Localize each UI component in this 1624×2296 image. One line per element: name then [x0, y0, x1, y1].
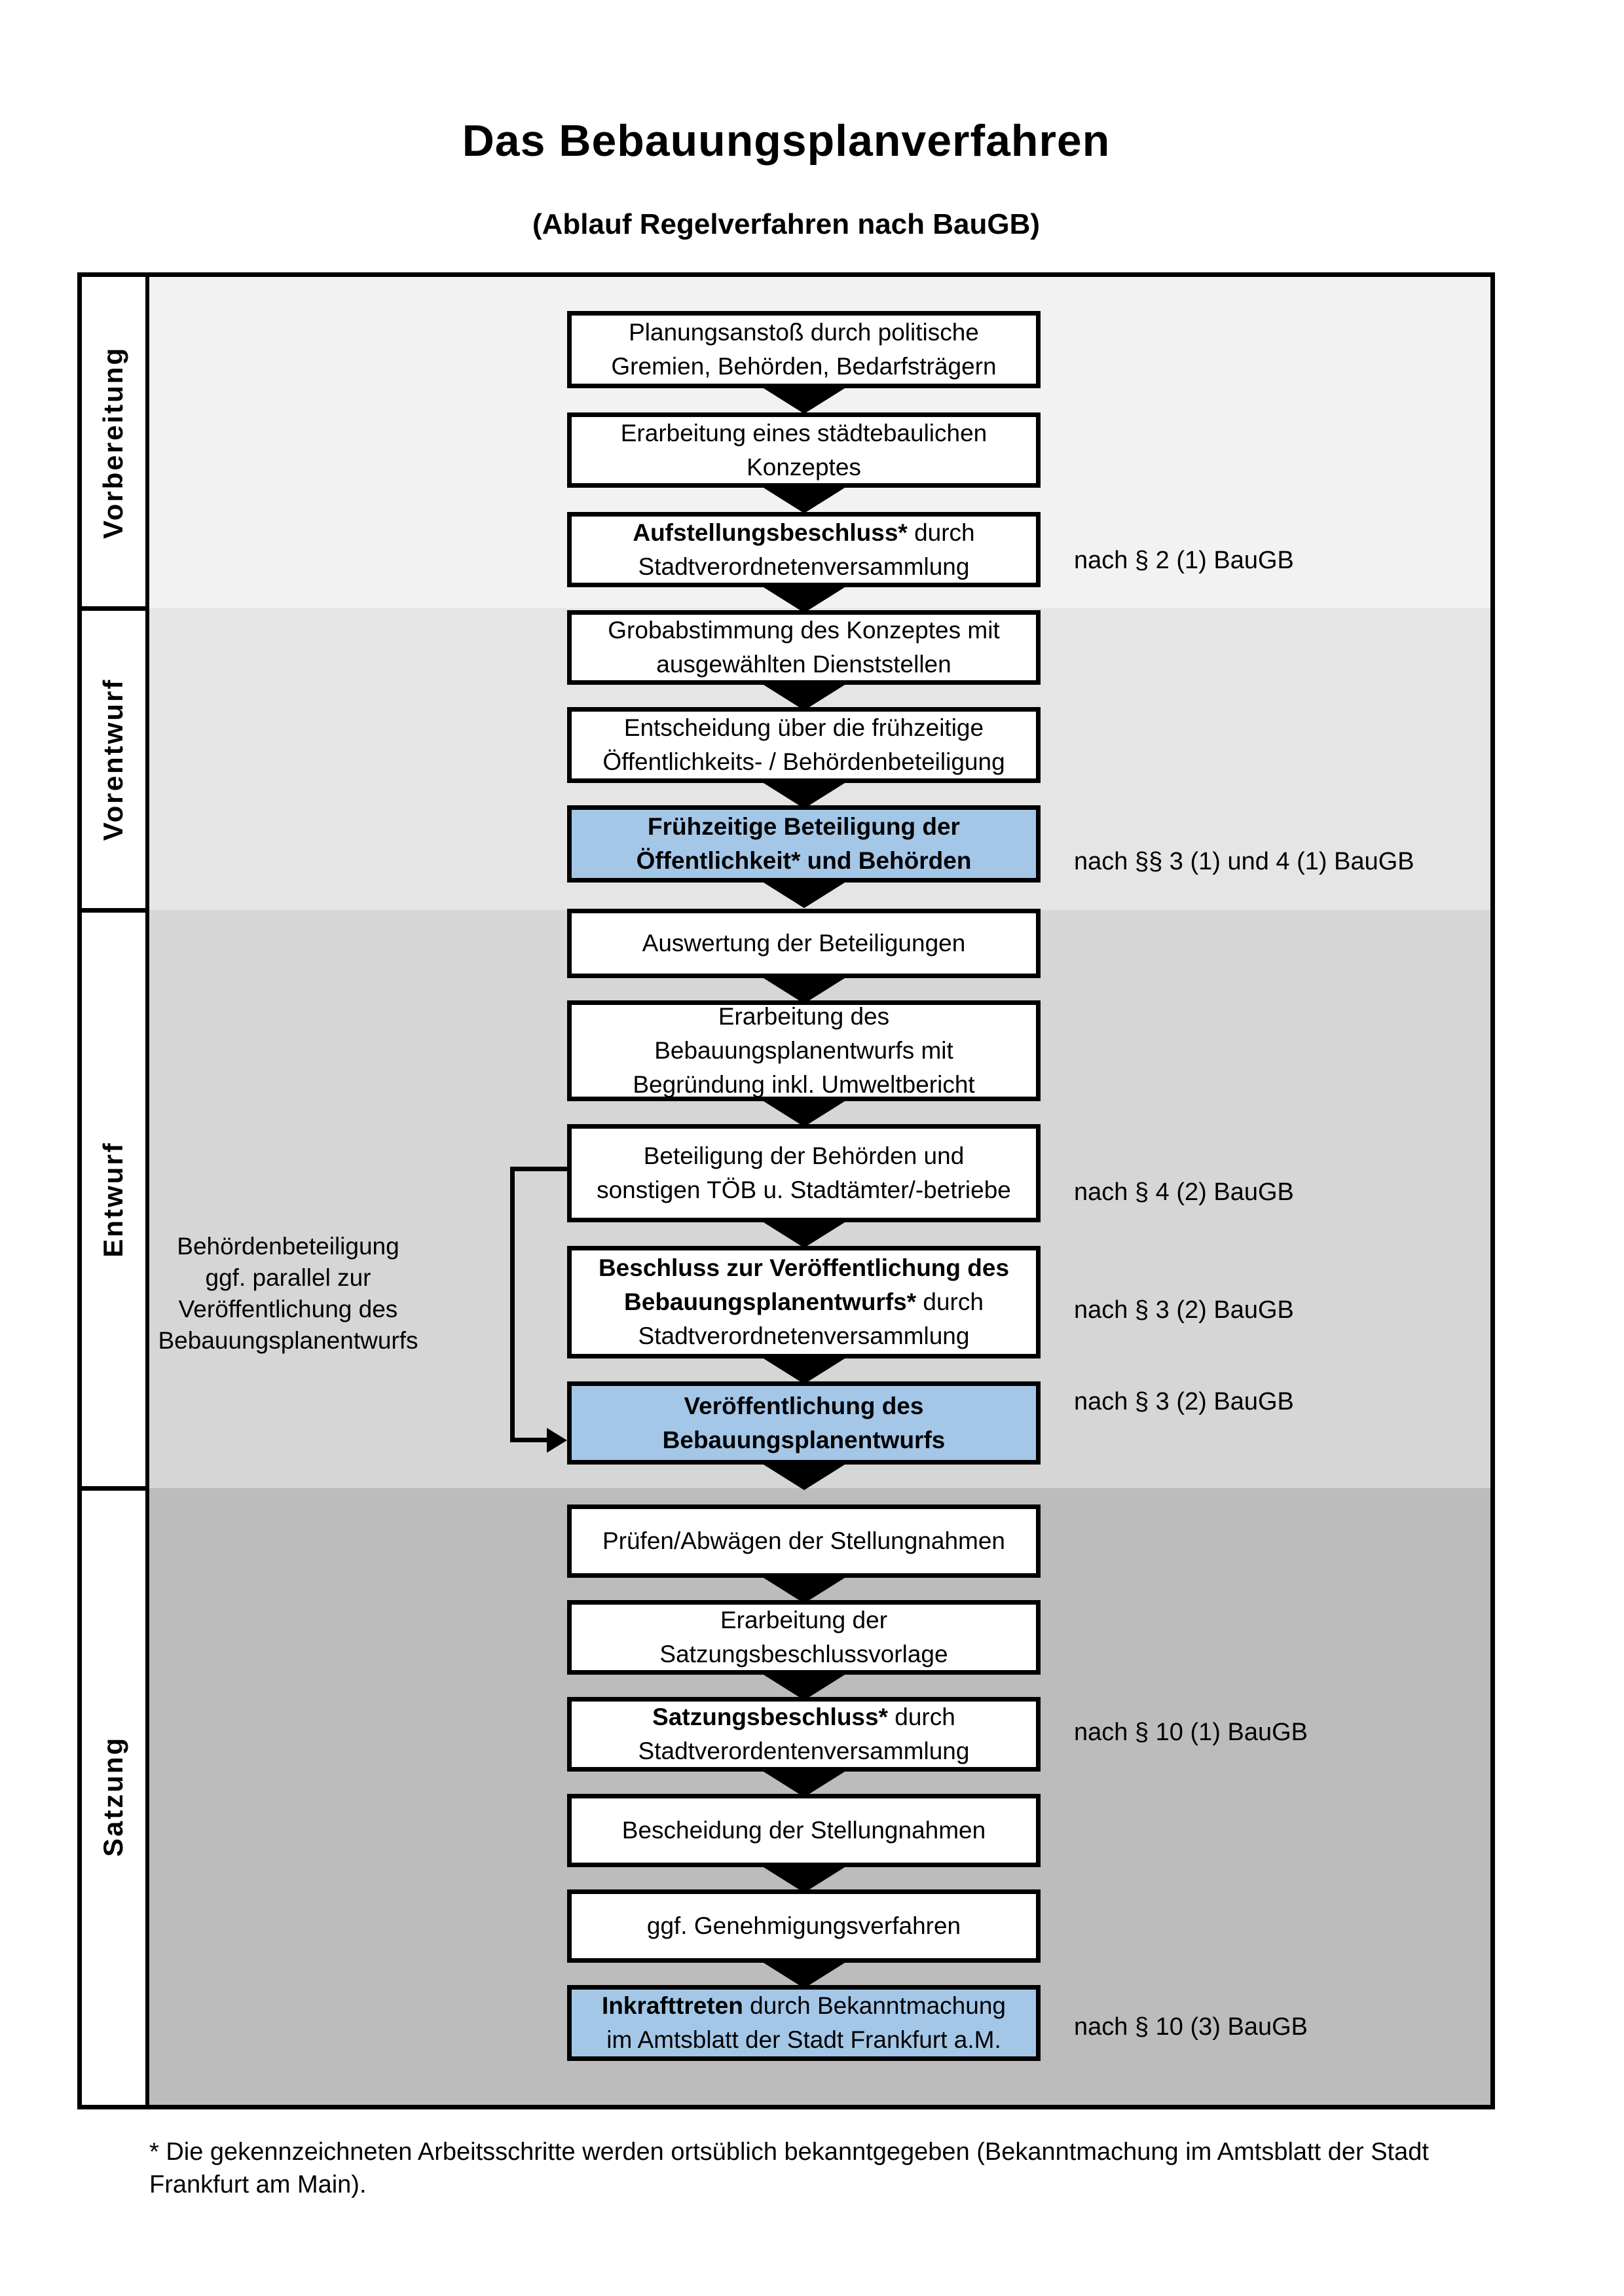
flow-box-label: Planungsanstoß durch politische	[629, 319, 979, 346]
flow-box-label: Erarbeitung der	[720, 1607, 888, 1633]
arrow-down-icon	[758, 1098, 850, 1127]
flow-box-label: Frühzeitige Beteiligung der	[648, 813, 960, 840]
flow-box-label: Prüfen/Abwägen der Stellungnahmen	[602, 1527, 1006, 1554]
page-title: Das Bebauungsplanverfahren	[462, 116, 1111, 166]
arrow-down-icon	[758, 1461, 850, 1490]
arrow-down-icon	[758, 975, 850, 1004]
phase-separator	[82, 1486, 149, 1491]
phase-label-satzung: Satzung	[98, 1736, 128, 1857]
phase-separator	[82, 908, 149, 913]
legal-note: nach § 3 (2) BauGB	[1074, 1388, 1294, 1415]
flow-box-label: Satzungsbeschluss* durch	[652, 1704, 955, 1730]
side-annotation-line: Bebauungsplanentwurfs	[158, 1327, 418, 1354]
label-column-divider	[145, 277, 149, 2105]
side-annotation-line: Behördenbeteiligung	[177, 1233, 399, 1260]
flow-box: Prüfen/Abwägen der Stellungnahmen	[567, 1504, 1041, 1578]
flow-box-label: Grobabstimmung des Konzeptes mit	[608, 617, 1000, 644]
arrow-down-icon	[758, 385, 850, 414]
footnote-line: Frankfurt am Main).	[149, 2171, 367, 2198]
side-annotation-line: Veröffentlichung des	[178, 1296, 398, 1322]
flow-box: Auswertung der Beteiligungen	[567, 909, 1041, 978]
arrow-down-icon	[758, 879, 850, 908]
flow-box-label: Erarbeitung des	[718, 1003, 890, 1030]
flow-box-label: Bescheidung der Stellungnahmen	[621, 1817, 986, 1844]
arrow-down-icon	[758, 1768, 850, 1797]
arrow-down-icon	[758, 1219, 850, 1248]
flow-box-label: Öffentlichkeit* und Behörden	[636, 847, 972, 874]
legal-note: nach § 4 (2) BauGB	[1074, 1178, 1294, 1206]
connector-stub-bottom	[510, 1438, 548, 1442]
legal-note: nach § 10 (3) BauGB	[1074, 2013, 1308, 2041]
arrow-down-icon	[758, 484, 850, 513]
flow-box-label: Bebauungsplanentwurfs* durch	[624, 1288, 984, 1315]
flow-box-label: Satzungsbeschlussvorlage	[659, 1641, 948, 1667]
footnote-line: * Die gekennzeichneten Arbeitsschritte w…	[149, 2138, 1429, 2166]
phase-label-vorentwurf: Vorentwurf	[98, 678, 128, 841]
arrow-down-icon	[758, 1575, 850, 1603]
flow-box-label: Inkrafttreten durch Bekanntmachung	[602, 1992, 1006, 2019]
arrow-down-icon	[758, 584, 850, 613]
flow-box-label: Aufstellungsbeschluss* durch	[633, 519, 975, 546]
arrow-down-icon	[758, 1355, 850, 1384]
legal-note: nach §§ 3 (1) und 4 (1) BauGB	[1074, 848, 1414, 875]
flow-box: Grobabstimmung des Konzeptes mit ausgewäh…	[567, 610, 1041, 685]
flow-box-label: Erarbeitung eines städtebaulichen	[620, 419, 987, 446]
flow-box-label: Bebauungsplanentwurfs	[662, 1426, 946, 1453]
flow-box-label: Stadtverordentenversammlung	[638, 1738, 970, 1764]
flow-box-label: Konzeptes	[747, 453, 861, 481]
flow-box-label: Stadtverordnetenversammlung	[638, 1322, 970, 1349]
flow-box-label: ausgewählten Dienststellen	[656, 651, 951, 678]
flow-box-label: Beteiligung der Behörden und	[643, 1142, 965, 1169]
flow-box-label: Stadtverordnetenversammlung	[638, 553, 970, 580]
arrow-down-icon	[758, 1864, 850, 1893]
flow-box-label: Auswertung der Beteiligungen	[642, 930, 966, 957]
flow-box-label: Entscheidung über die frühzeitige	[623, 714, 984, 741]
page-subtitle: (Ablauf Regelverfahren nach BauGB)	[532, 208, 1041, 240]
flow-box: Bescheidung der Stellungnahmen	[567, 1794, 1041, 1867]
flow-box-label: Gremien, Behörden, Bedarfsträgern	[611, 353, 997, 380]
flow-box-label: Veröffentlichung des	[684, 1392, 924, 1419]
flow-box: Beteiligung der Behörden und sonstigen TÖ…	[567, 1124, 1041, 1222]
arrow-down-icon	[758, 1671, 850, 1700]
connector-vertical	[510, 1167, 515, 1442]
flow-box: ggf. Genehmigungsverfahren	[567, 1889, 1041, 1963]
flow-box-label: Öffentlichkeits- / Behördenbeteiligung	[602, 748, 1005, 775]
flow-box: Inkrafttreten durch Bekanntmachung im Amt…	[567, 1985, 1041, 2061]
arrow-down-icon	[758, 682, 850, 710]
legal-note: nach § 10 (1) BauGB	[1074, 1719, 1308, 1746]
phase-separator	[82, 606, 149, 611]
legal-note: nach § 2 (1) BauGB	[1074, 547, 1294, 574]
flow-box-label: sonstigen TÖB u. Stadtämter/-betriebe	[597, 1176, 1011, 1203]
connector-stub-top	[510, 1167, 567, 1171]
footnote: * Die gekennzeichneten Arbeitsschritte w…	[149, 2136, 1508, 2201]
flow-box-label: Beschluss zur Veröffentlichung des	[598, 1254, 1010, 1281]
flow-box-label: ggf. Genehmigungsverfahren	[646, 1912, 961, 1939]
flow-box-label: Bebauungsplanentwurfs mit	[654, 1037, 953, 1064]
legal-note: nach § 3 (2) BauGB	[1074, 1296, 1294, 1324]
phase-label-column	[82, 277, 145, 2105]
phase-label-vorbereitung: Vorbereitung	[98, 346, 128, 539]
arrow-down-icon	[758, 1959, 850, 1988]
flow-box-label: im Amtsblatt der Stadt Frankfurt a.M.	[606, 2026, 1001, 2053]
side-annotation-line: ggf. parallel zur	[205, 1264, 371, 1291]
arrow-down-icon	[758, 780, 850, 809]
flow-box-label: Begründung inkl. Umweltbericht	[633, 1071, 975, 1098]
connector-arrow-icon	[547, 1428, 567, 1453]
